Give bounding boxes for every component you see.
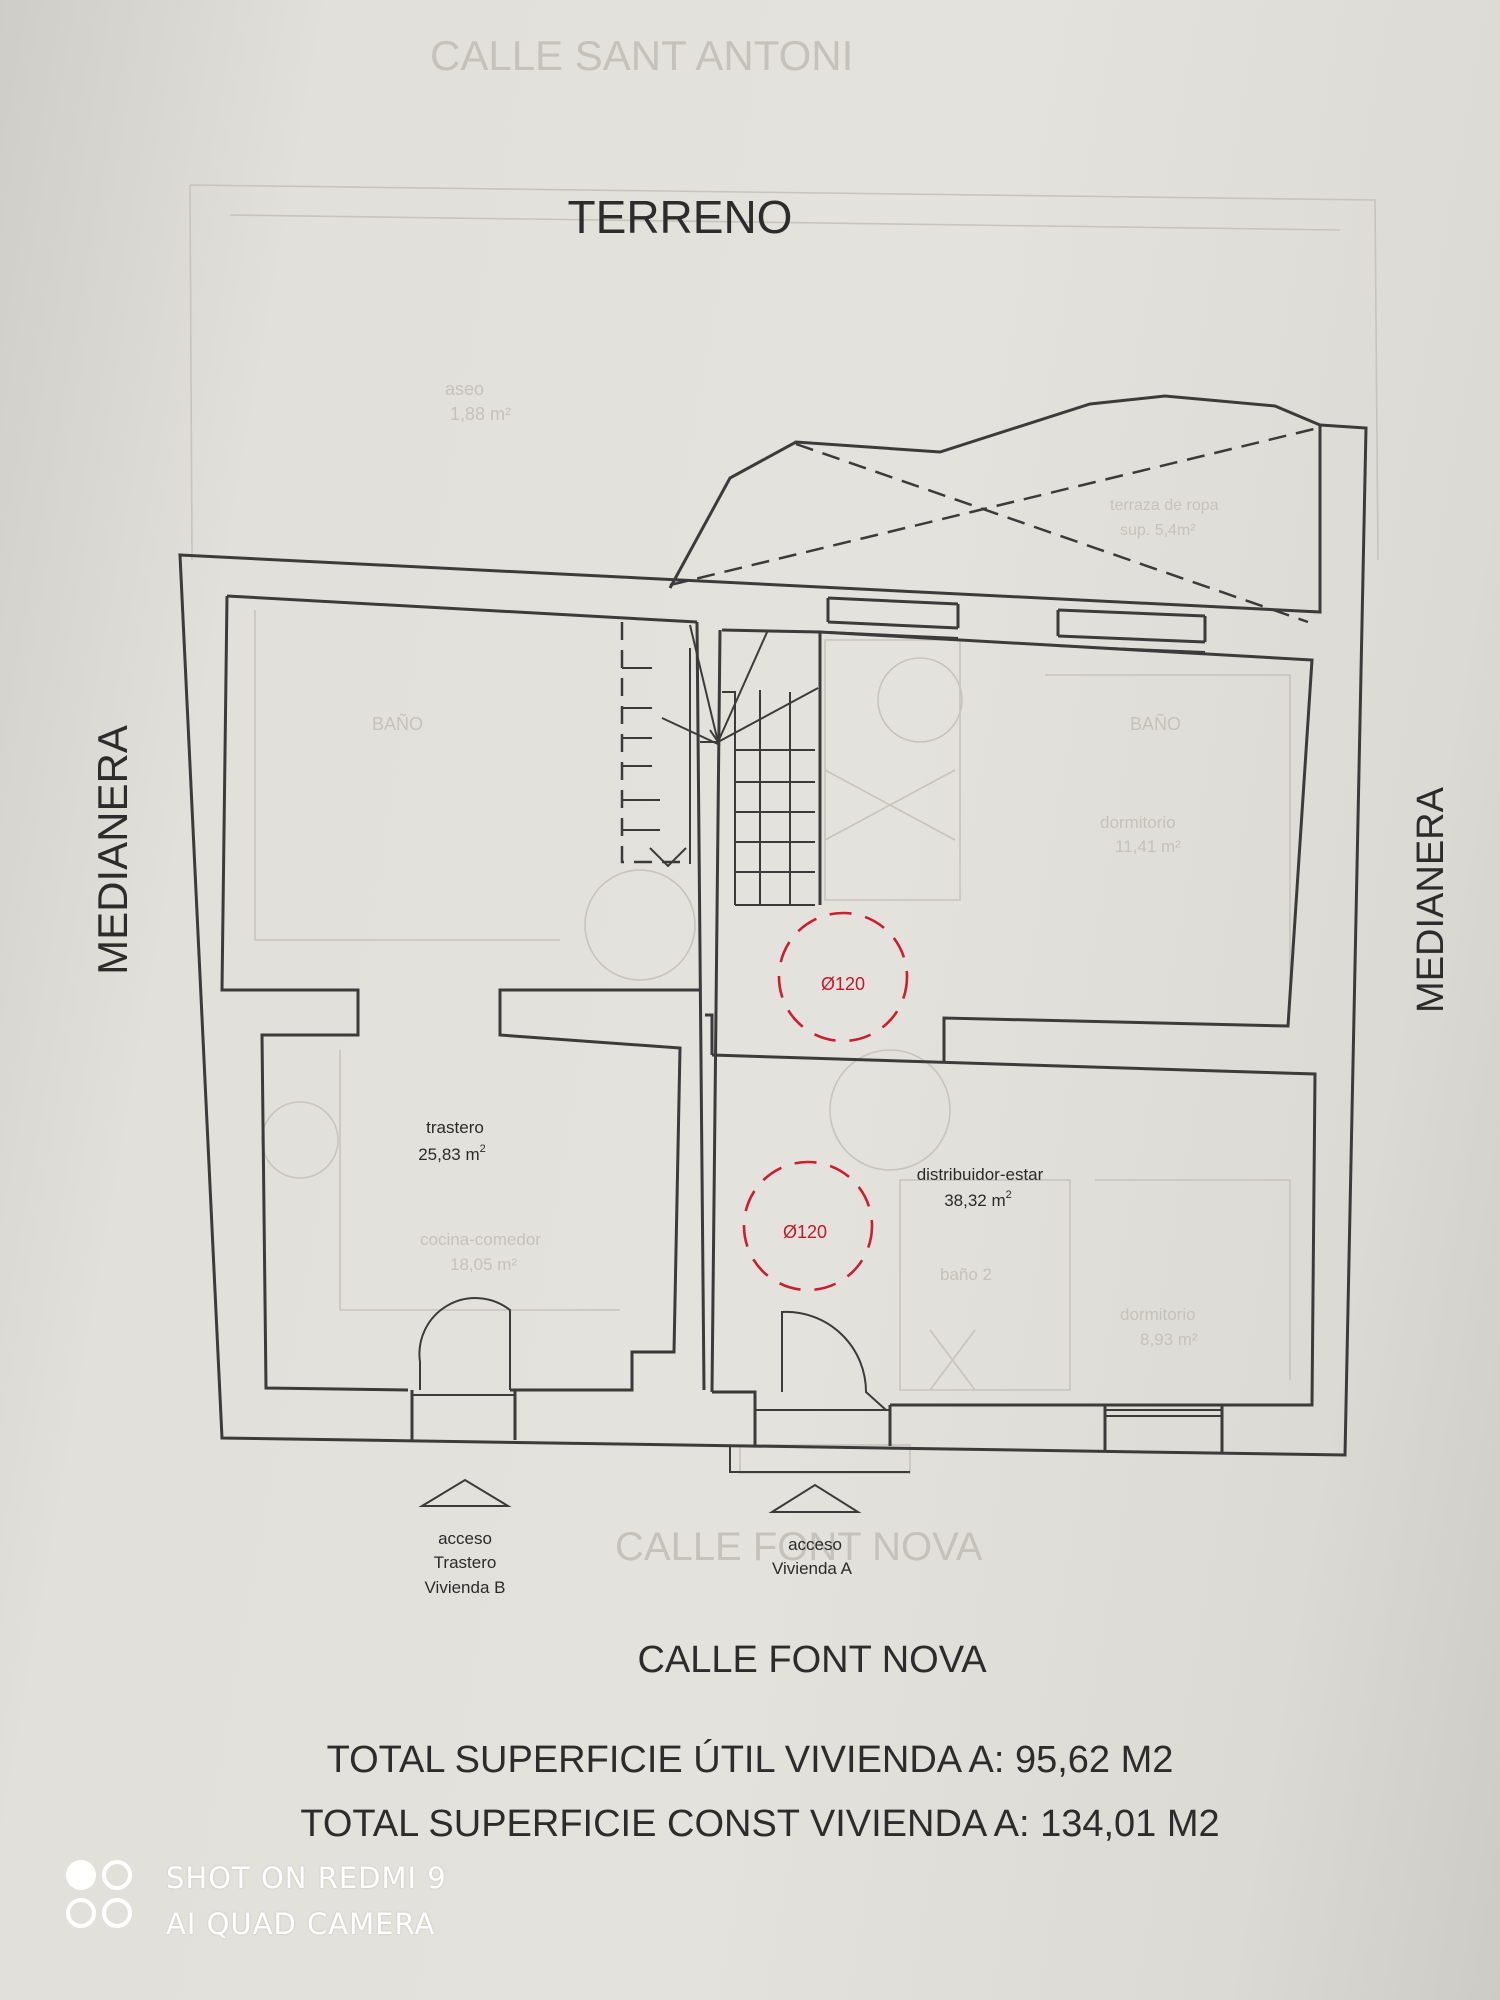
turning-circle-lower: Ø120 [742, 1160, 874, 1292]
room-name: trastero [426, 1118, 484, 1137]
front-door-vivienda-a [712, 1310, 910, 1473]
svg-text:CALLE SANT ANTONI: CALLE SANT ANTONI [430, 32, 853, 79]
camera-lens-icon [66, 1860, 132, 1928]
turning-circle-label: Ø120 [821, 974, 865, 994]
total-util: TOTAL SUPERFICIE ÚTIL VIVIENDA A: 95,62 … [327, 1738, 1174, 1781]
svg-text:Vivienda B: Vivienda B [425, 1578, 506, 1597]
svg-text:BAÑO: BAÑO [1130, 713, 1181, 734]
svg-text:Trastero: Trastero [434, 1553, 497, 1572]
room-label-trastero: trastero 25,83 m2 [418, 1118, 486, 1164]
svg-text:8,93 m²: 8,93 m² [1140, 1330, 1198, 1349]
svg-text:acceso: acceso [788, 1535, 842, 1554]
svg-text:18,05 m²: 18,05 m² [450, 1255, 517, 1274]
outer-walls [178, 423, 1368, 1457]
room-label-distribuidor: distribuidor-estar 38,32 m2 [917, 1165, 1044, 1210]
label-medianera-right: MEDIANERA [1410, 786, 1452, 1013]
svg-text:11,41 m²: 11,41 m² [1115, 837, 1181, 856]
right-rooms [705, 630, 1317, 1407]
total-const: TOTAL SUPERFICIE CONST VIVIENDA A: 134,0… [300, 1803, 1219, 1845]
svg-text:CALLE FONT NOVA: CALLE FONT NOVA [615, 1525, 983, 1569]
ghost-layer: CALLE SANT ANTONI CALLE FONT NOVA aseo 1… [189, 32, 1379, 1569]
svg-text:BAÑO: BAÑO [372, 713, 423, 734]
room-area: 38,32 m2 [944, 1189, 1012, 1210]
svg-text:dormitorio: dormitorio [1120, 1305, 1196, 1324]
label-medianera-left: MEDIANERA [89, 725, 136, 975]
svg-text:1,88 m²: 1,88 m² [450, 404, 511, 424]
turning-circle-label: Ø120 [783, 1222, 827, 1242]
svg-text:cocina-comedor: cocina-comedor [420, 1230, 541, 1249]
svg-text:baño 2: baño 2 [940, 1265, 992, 1284]
front-window [1103, 1405, 1224, 1452]
watermark-line-1: SHOT ON REDMI 9 [166, 1861, 447, 1895]
watermark-line-2: AI QUAD CAMERA [166, 1907, 436, 1941]
room-area: 25,83 m2 [418, 1143, 486, 1164]
turning-circle-upper: Ø120 [777, 911, 909, 1043]
label-terreno: TERRENO [568, 191, 793, 243]
svg-text:terraza de ropa: terraza de ropa [1110, 497, 1219, 514]
stairs [620, 621, 822, 1393]
access-vivienda-a: acceso Vivienda A [768, 1483, 862, 1578]
svg-text:Vivienda A: Vivienda A [772, 1559, 853, 1578]
svg-text:sup. 5,4m²: sup. 5,4m² [1120, 522, 1196, 539]
svg-text:acceso: acceso [438, 1529, 492, 1548]
svg-text:aseo: aseo [445, 379, 484, 399]
room-name: distribuidor-estar [917, 1165, 1044, 1184]
rear-terrain [668, 394, 1321, 624]
label-street: CALLE FONT NOVA [637, 1639, 987, 1681]
trastero-room [410, 988, 700, 1440]
access-trastero-vivienda-b: acceso Trastero Vivienda B [418, 1478, 512, 1597]
camera-watermark: SHOT ON REDMI 9 AI QUAD CAMERA [62, 1855, 447, 1947]
svg-text:dormitorio: dormitorio [1100, 813, 1176, 832]
